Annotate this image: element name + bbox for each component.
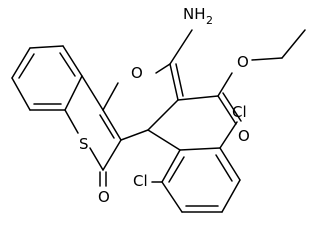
bond-ring-fusion-a xyxy=(102,109,122,141)
bond-c4-aryl xyxy=(147,129,181,151)
bond-ester-co-1 xyxy=(217,95,237,125)
bond-aryl-1 xyxy=(179,147,221,151)
bond-aryl-6-inner xyxy=(168,156,185,183)
ester-ether-oxygen-label: O xyxy=(237,53,249,71)
bond-o-c-amino xyxy=(155,63,171,74)
bond-aryl-2-inner xyxy=(215,154,233,182)
bond-ketone-ring-c xyxy=(102,139,122,171)
bond-benzo-2 xyxy=(62,45,83,77)
bond-c4-ring-fusion xyxy=(120,129,149,141)
bond-s-c-ketone xyxy=(89,147,104,171)
chlorine-top-label: Cl xyxy=(232,103,247,121)
amino-nh-text: NH xyxy=(183,5,206,23)
bond-aryl-2 xyxy=(219,147,241,181)
bond-c-ester-carbonyl xyxy=(177,95,219,101)
molecule-structure-diagram: NH 2 O O O S O Cl Cl xyxy=(11,5,306,213)
bond-c-amino-c-ester-inner xyxy=(175,63,184,97)
chlorine-bottom-label: Cl xyxy=(133,172,148,190)
bond-c-nh2 xyxy=(169,29,193,65)
ketone-oxygen-label: O xyxy=(98,188,110,206)
bond-c-o-pyran xyxy=(102,82,119,111)
bond-set xyxy=(11,29,306,213)
bond-benzo-6 xyxy=(11,47,31,79)
thio-sulfur-label: S xyxy=(79,135,89,153)
bond-o-ch2 xyxy=(251,57,283,61)
amino-subscript-text: 2 xyxy=(206,14,213,27)
bond-ring-fusion-b xyxy=(81,75,104,111)
bond-ester-co-2 xyxy=(222,92,242,122)
bond-benzo-1 xyxy=(29,45,64,49)
bond-c-s-left xyxy=(64,109,79,134)
amino-group-label: NH 2 xyxy=(183,5,213,27)
bond-aryl-6 xyxy=(161,149,181,183)
bond-benzo-6-inner xyxy=(18,53,35,79)
bond-c-ester-c4 xyxy=(147,99,179,131)
bond-aryl-3 xyxy=(221,179,241,213)
atom-labels: NH 2 O O O S O Cl Cl xyxy=(79,5,250,206)
bond-benzo-5 xyxy=(11,77,31,111)
ester-carbonyl-oxygen-label: O xyxy=(238,127,250,145)
bond-ch2-ch3 xyxy=(281,29,306,59)
bond-c-amino-c-ester xyxy=(169,63,179,101)
bond-aryl-cl-top xyxy=(219,121,238,149)
bond-benzo-2-inner xyxy=(59,52,76,77)
bond-aryl-5 xyxy=(161,181,183,213)
bond-benzo-3 xyxy=(64,75,83,111)
pyran-oxygen-label: O xyxy=(131,64,143,82)
bond-ester-c-o xyxy=(217,72,233,97)
bond-ring-fusion-a-inner xyxy=(99,114,115,139)
